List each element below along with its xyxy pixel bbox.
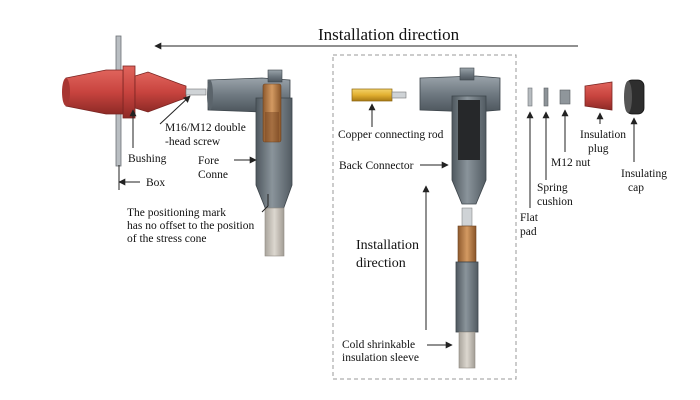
- copper-connecting-rod-part: [351, 88, 407, 102]
- label-cap-line2: cap: [628, 182, 644, 194]
- label-spring-line1: Spring: [537, 182, 568, 194]
- double-head-screw: [185, 88, 207, 96]
- flat-pad-part: [527, 87, 533, 107]
- label-plug-line1: Insulation: [580, 129, 626, 141]
- label-mark-line1: The positioning mark: [127, 207, 226, 219]
- insulation-plug-part: [584, 81, 613, 111]
- insulating-cap-part: [624, 79, 645, 115]
- label-mark-line3: of the stress cone: [127, 233, 207, 245]
- label-flat-line1: Flat: [520, 212, 539, 224]
- label-flat-line2: pad: [520, 226, 537, 238]
- label-mark-line2: has no offset to the position: [127, 220, 254, 232]
- label-box: Box: [146, 177, 165, 189]
- label-install-line1: Installation: [356, 238, 419, 253]
- fore-connector-part: [207, 69, 293, 257]
- label-bushing: Bushing: [128, 153, 167, 165]
- label-install-line2: direction: [356, 256, 406, 271]
- back-connector-part: [419, 67, 501, 205]
- label-sleeve-line2: insulation sleeve: [342, 352, 419, 364]
- label-fore-line1: Fore: [198, 155, 219, 167]
- spring-cushion-part: [543, 87, 549, 107]
- dashed-box: [332, 54, 517, 380]
- label-spring-line2: cushion: [537, 196, 573, 208]
- label-copper-rod: Copper connecting rod: [338, 129, 444, 141]
- label-back-connector: Back Connector: [339, 160, 414, 172]
- label-nut: M12 nut: [551, 157, 591, 169]
- bushing-part: [62, 35, 207, 167]
- title-installation-direction: Installation direction: [318, 25, 460, 44]
- label-plug-line2: plug: [588, 143, 609, 155]
- label-screw-line2: -head screw: [165, 136, 221, 148]
- label-screw-line1: M16/M12 double: [165, 122, 246, 134]
- label-fore-line2: Conne: [198, 169, 228, 181]
- leader-lines: [118, 95, 638, 349]
- m12-nut-part: [559, 89, 571, 105]
- label-cap-line1: Insulating: [621, 168, 667, 180]
- label-sleeve-line1: Cold shrinkable: [342, 339, 415, 351]
- cold-shrink-sleeve-part: [455, 207, 479, 369]
